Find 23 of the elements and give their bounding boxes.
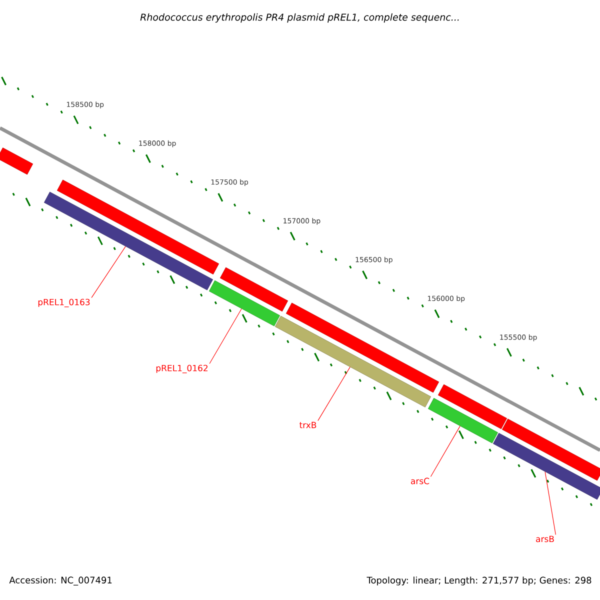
gene-bar	[286, 302, 440, 393]
gene-bar	[220, 267, 288, 312]
gene-bar	[502, 418, 600, 481]
gene-bar	[208, 280, 280, 326]
gene-bar	[274, 316, 432, 408]
leader-line	[544, 471, 556, 535]
gene-bar	[438, 384, 508, 430]
leader-line	[91, 246, 126, 298]
gene-label: pREL1_0163	[38, 298, 90, 308]
leader-line	[318, 366, 350, 421]
gene-label: arsB	[536, 536, 554, 542]
leader-line	[209, 308, 242, 364]
gene-bar	[44, 192, 214, 290]
gene-label: arsC	[411, 478, 430, 484]
title: Rhodococcus erythropolis PR4 plasmid pREL1, complete sequenc...	[140, 13, 459, 23]
gene-label: pREL1_0162	[156, 364, 208, 374]
accession-text: Accession: NC_007491	[9, 576, 112, 586]
gene-bar	[493, 432, 600, 500]
leader-line	[430, 426, 460, 477]
gene-bar	[428, 398, 498, 444]
gene-bar	[0, 148, 34, 175]
gene-label: trxB	[300, 422, 316, 428]
summary-text: Topology: linear; Length: 271,577 bp; Genes: 298	[366, 576, 592, 586]
